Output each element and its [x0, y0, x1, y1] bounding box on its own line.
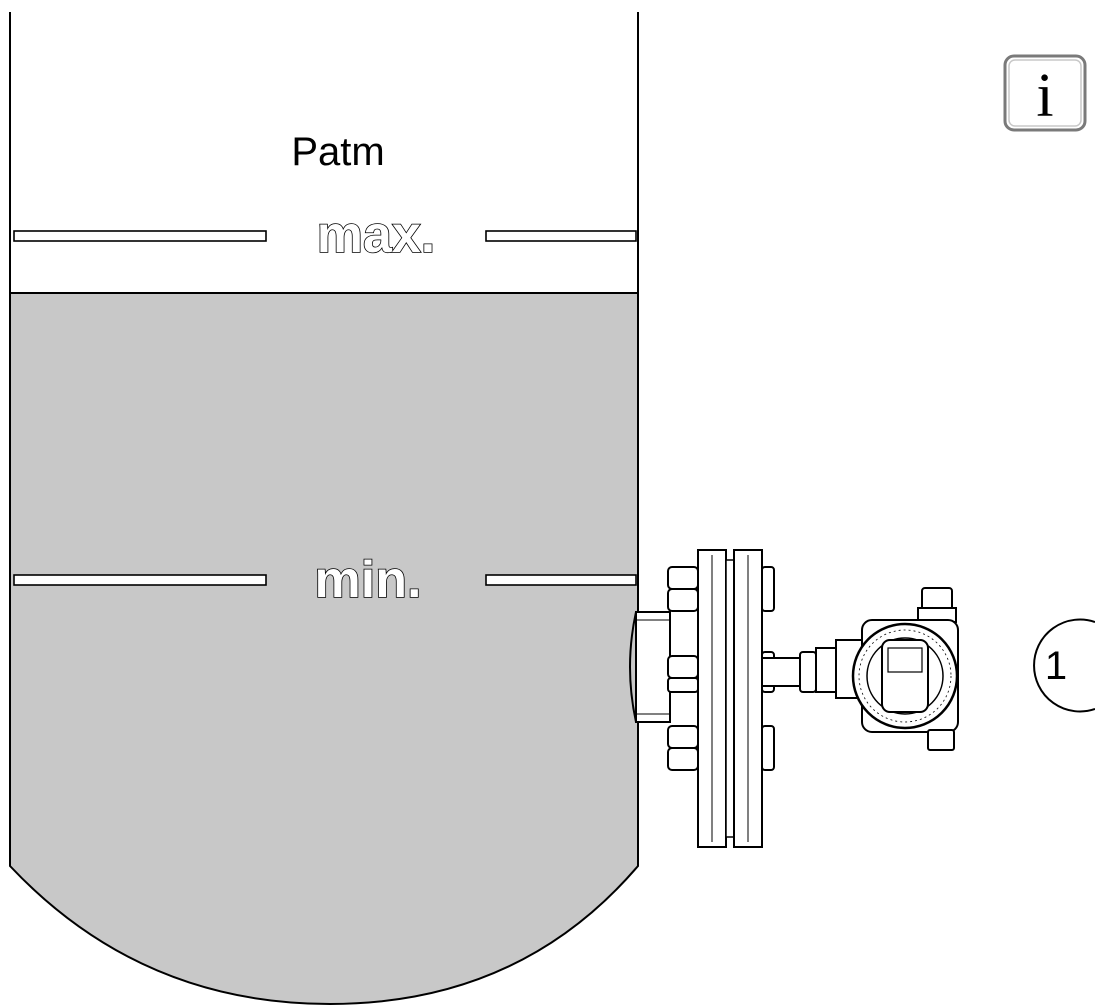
bolt-head-bottom: [667, 725, 699, 771]
flange-gasket: [725, 559, 735, 838]
liquid-fill: [10, 293, 638, 1004]
pressure-transmitter: [851, 587, 959, 751]
max-level-bar-left: [13, 230, 267, 242]
info-icon: i: [1003, 54, 1087, 132]
tank-outline: [9, 12, 639, 1006]
min-level-bar-left: [13, 574, 267, 586]
max-level-bar-right: [485, 230, 637, 242]
atmospheric-pressure-label: Patm: [291, 130, 384, 174]
cable-gland: [921, 587, 953, 611]
process-connection: [761, 639, 865, 699]
callout-1: 1: [1033, 618, 1095, 713]
bolt-nut-top: [761, 566, 775, 612]
min-level-bar-right: [485, 574, 637, 586]
max-level-label: max.: [317, 206, 436, 264]
bolt-head-middle: [667, 655, 699, 693]
bolt-nut-bottom: [761, 725, 775, 771]
min-level-label: min.: [315, 551, 422, 609]
flange-assembly: [667, 549, 775, 848]
callout-1-number: 1: [1045, 644, 1067, 688]
tank-nozzle: [629, 611, 671, 723]
max-level-mark: max.: [13, 205, 637, 265]
info-icon-glyph: i: [1036, 62, 1053, 130]
bolt-head-top: [667, 566, 699, 612]
min-level-mark: min.: [13, 550, 637, 610]
